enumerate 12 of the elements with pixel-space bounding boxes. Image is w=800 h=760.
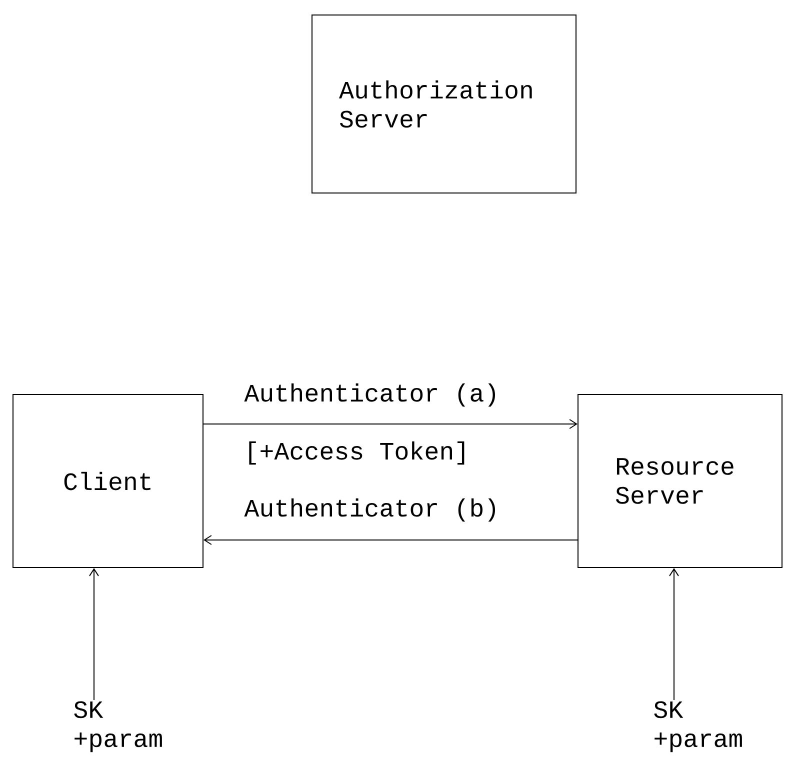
arrow <box>89 568 99 700</box>
edge-label: Authenticator (b) <box>243 497 500 523</box>
edge-label: Authenticator (a) <box>243 382 500 408</box>
box: Authorization Server <box>312 14 576 194</box>
box: Resource Server <box>578 394 782 568</box>
arrow <box>203 419 578 429</box>
box: Client <box>12 394 204 568</box>
arrow <box>669 568 679 700</box>
note: [+Access Token] <box>249 441 464 465</box>
text: SK +param <box>74 701 162 752</box>
text: SK +param <box>654 701 742 752</box>
arrow <box>204 535 578 545</box>
